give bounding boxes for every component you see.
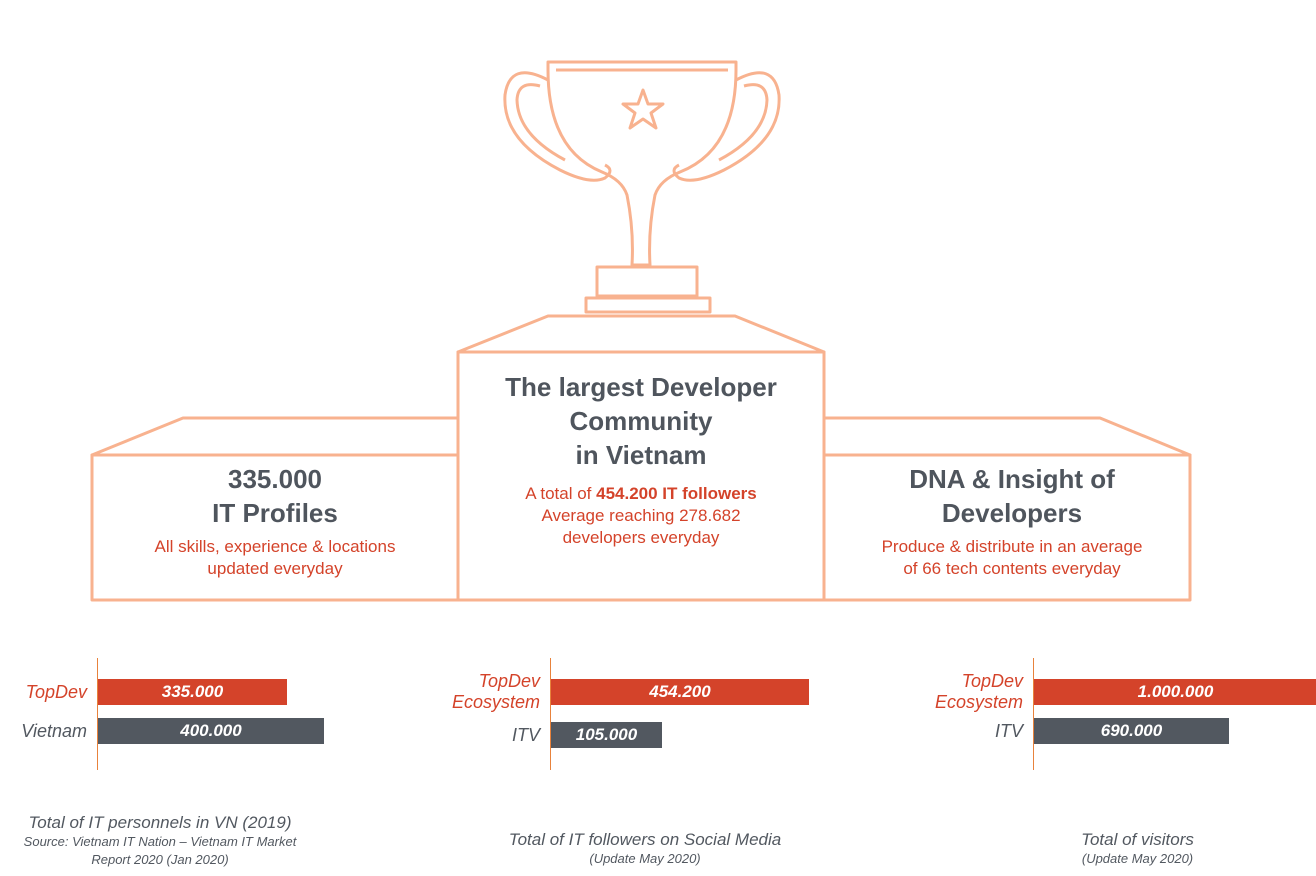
bar-topdev: 335.000 (98, 679, 287, 705)
category-label: TopDev (25, 681, 87, 702)
podium (90, 314, 1192, 602)
podium-center-desc-1: A total of 454.200 IT followers (458, 483, 824, 505)
bar-itv: 105.000 (551, 722, 662, 748)
category-label: ITV (994, 720, 1023, 741)
chart-caption: Total of visitors (Update May 2020) (1030, 829, 1245, 868)
chart-axis (1033, 658, 1034, 770)
bar-topdev-ecosystem: 1.000.000 (1034, 679, 1316, 705)
podium-left-title-1: 335.000 (228, 464, 322, 494)
podium-right-title-2: Developers (941, 498, 1083, 528)
podium-left-desc-1: All skills, experience & locations (154, 537, 396, 556)
podium-right-title-1: DNA & Insight of (909, 464, 1115, 494)
podium-right: DNA & Insight of Developers Produce & di… (824, 462, 1200, 580)
bar-topdev-ecosystem: 454.200 (551, 679, 809, 705)
chart-subtitle: (Update May 2020) (1081, 851, 1194, 866)
trophy-icon (503, 60, 781, 314)
chart-caption: Total of IT followers on Social Media (Up… (480, 829, 810, 868)
chart-subtitle: (Update May 2020) (589, 851, 701, 866)
podium-center: The largest Developer Community in Vietn… (458, 370, 824, 549)
podium-center-title-2: Community (569, 406, 713, 436)
desc-bold: 454.200 IT followers (596, 484, 757, 503)
chart-title: Total of visitors (1081, 830, 1194, 849)
chart-subtitle-2: Report 2020 (Jan 2020) (91, 852, 229, 867)
podium-left-title-2: IT Profiles (212, 498, 338, 528)
podium-center-title-3: in Vietnam (575, 440, 707, 470)
chart-caption: Total of IT personnels in VN (2019) Sourc… (10, 812, 310, 869)
desc-prefix: A total of (525, 484, 597, 503)
podium-right-desc-2: of 66 tech contents everyday (903, 559, 1121, 578)
chart-title: Total of IT personnels in VN (2019) (28, 813, 292, 832)
bar-vietnam: 400.000 (98, 718, 324, 744)
podium-right-desc-1: Produce & distribute in an average (881, 537, 1143, 556)
chart-axis (550, 658, 551, 770)
podium-center-desc-2: Average reaching 278.682 (541, 506, 741, 525)
category-label: Vietnam (21, 720, 87, 741)
chart-title: Total of IT followers on Social Media (508, 830, 782, 849)
bar-itv: 690.000 (1034, 718, 1229, 744)
podium-center-desc-3: developers everyday (562, 528, 720, 547)
podium-left-desc-2: updated everyday (207, 559, 343, 578)
chart-subtitle: Source: Vietnam IT Nation – Vietnam IT M… (23, 834, 297, 849)
chart-axis (97, 658, 98, 770)
category-label: ITV (511, 724, 540, 745)
podium-left: 335.000 IT Profiles All skills, experien… (92, 462, 458, 580)
podium-center-title-1: The largest Developer (505, 372, 777, 402)
